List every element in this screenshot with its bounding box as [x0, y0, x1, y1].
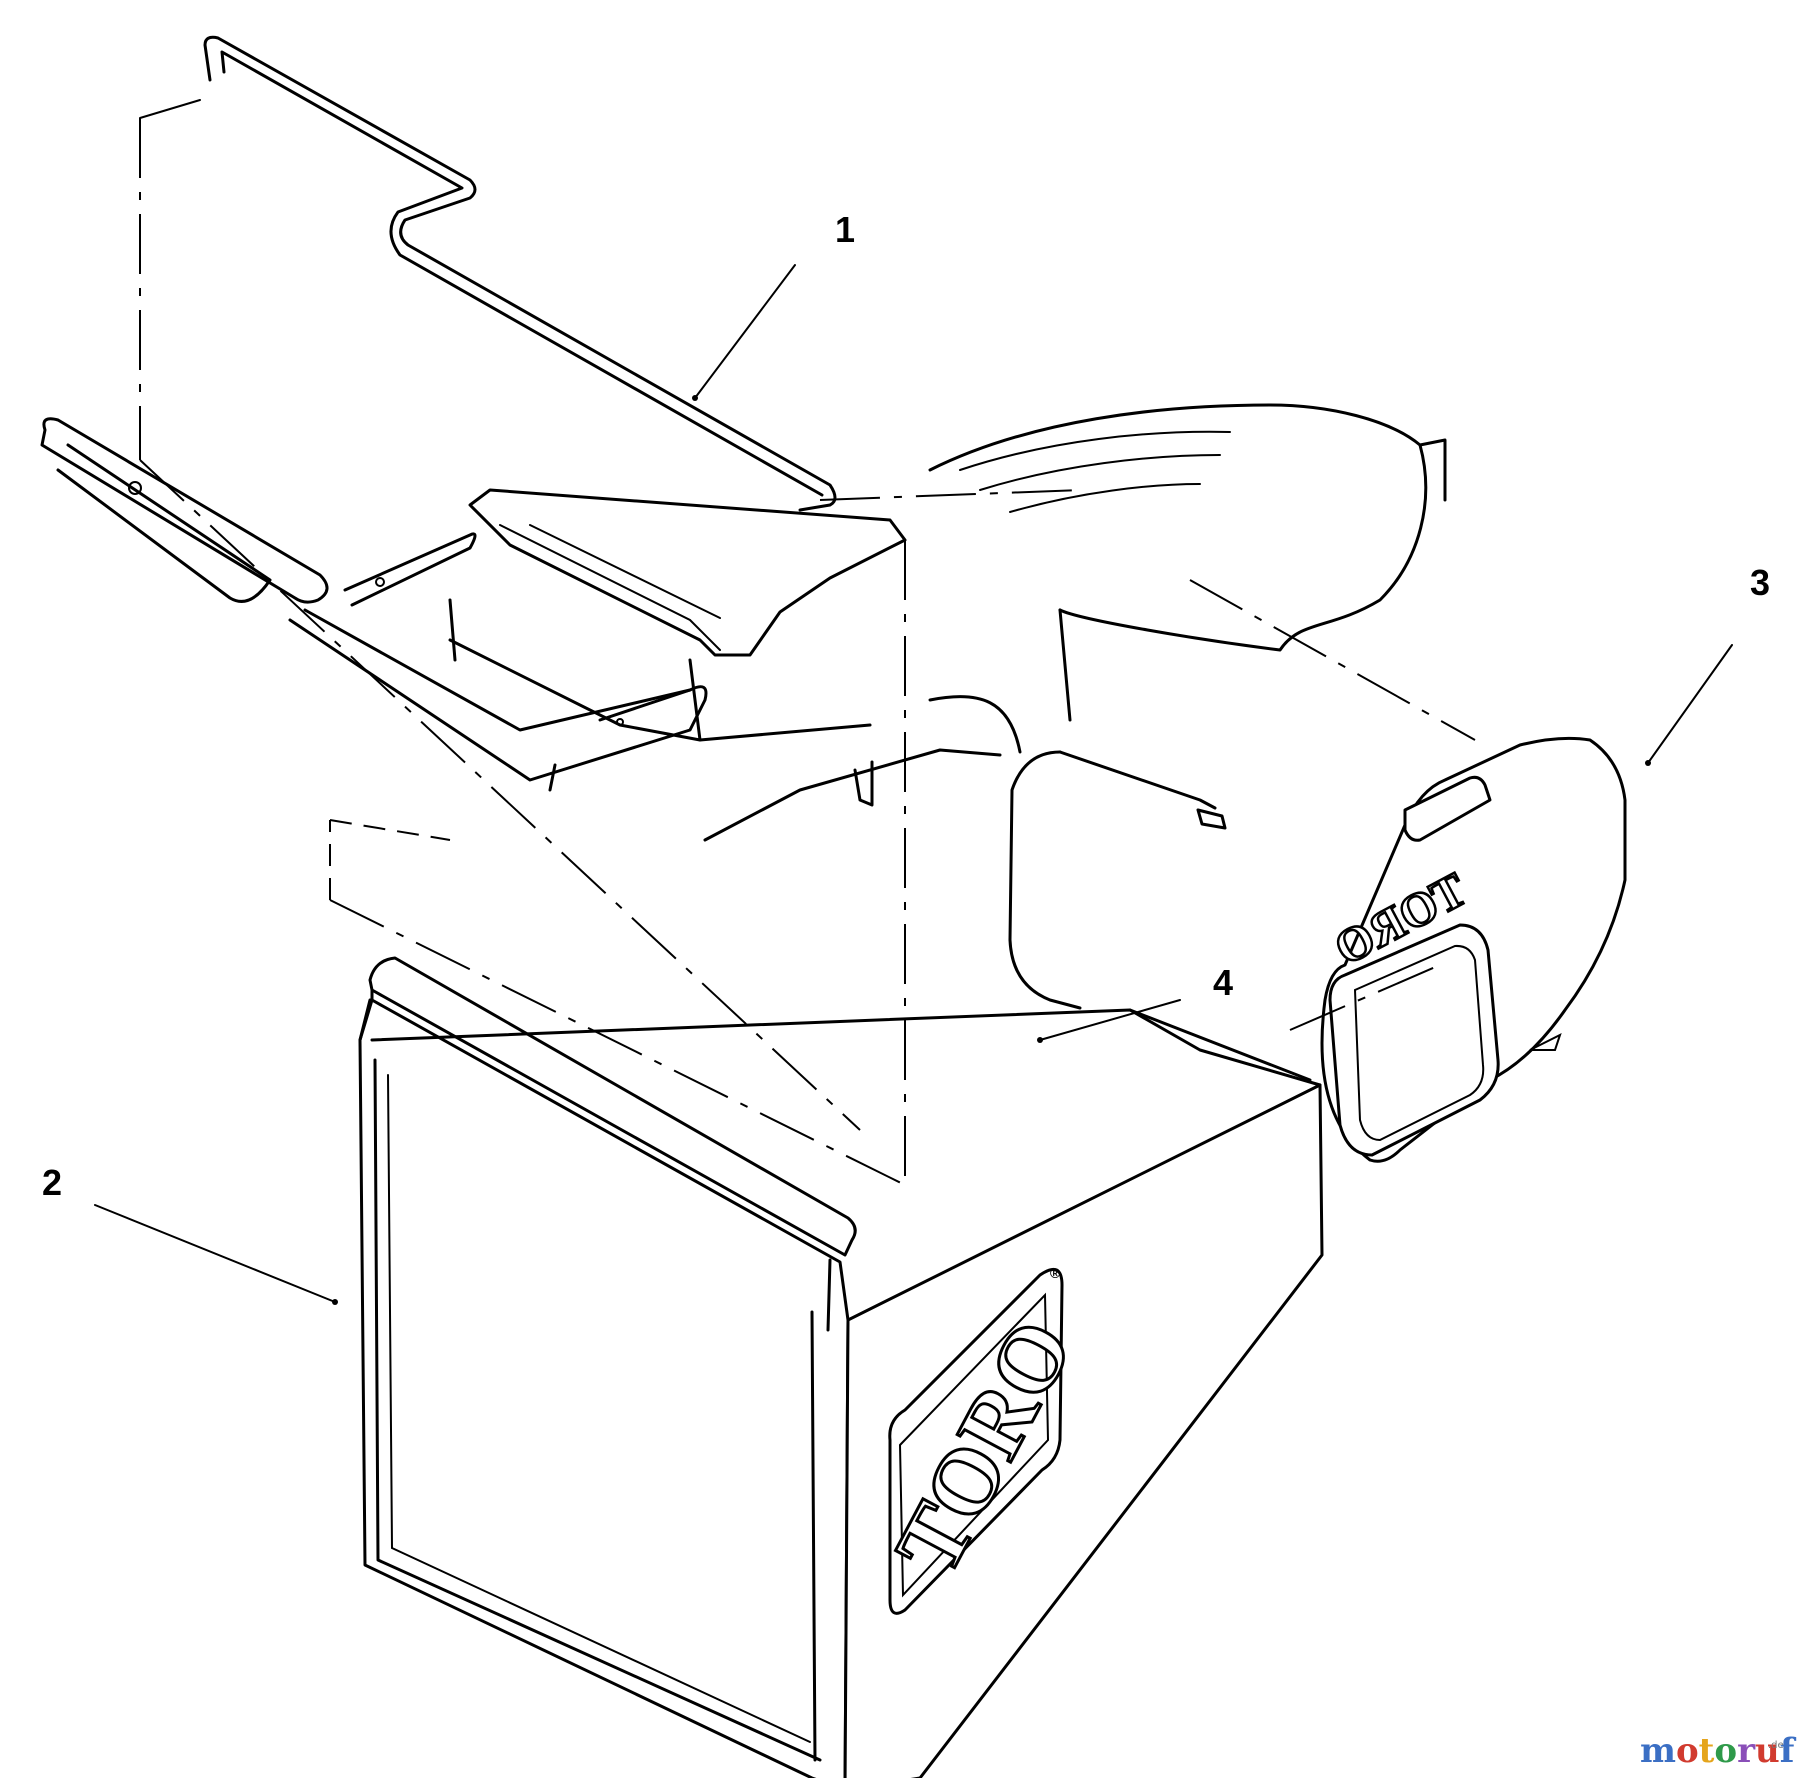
leader-line-4 — [1039, 999, 1181, 1041]
leader-dot-1 — [692, 395, 698, 401]
mower-deck — [703, 403, 1447, 842]
leader-dot-2 — [332, 1299, 338, 1305]
callout-3: 3 — [1750, 562, 1770, 603]
leader-line-1 — [694, 264, 796, 399]
callout-labels: 1 2 3 4 — [42, 209, 1770, 1203]
callout-2: 2 — [42, 1162, 62, 1203]
watermark-suffix: .de — [1768, 1740, 1784, 1751]
part-1-bag-frame — [40, 35, 837, 792]
registered-mark: ® — [1050, 1265, 1061, 1281]
leader-lines — [94, 264, 1733, 1305]
callout-4: 4 — [1213, 962, 1233, 1003]
leader-line-3 — [1647, 644, 1733, 764]
part-3-discharge-adapter: TORO — [1320, 736, 1627, 1163]
leader-dot-3 — [1645, 760, 1651, 766]
leader-dot-4 — [1037, 1037, 1043, 1043]
leader-line-2 — [94, 1204, 336, 1303]
callout-1: 1 — [835, 209, 855, 250]
part-2-grass-bag: TORO ® — [358, 956, 1324, 1778]
part-4-gasket-strap — [1008, 750, 1227, 1010]
catcher-top-cap — [448, 488, 907, 742]
watermark: motoruf .de — [1640, 1731, 1797, 1771]
watermark-text: motoruf — [1640, 1731, 1797, 1771]
assembly-lines — [139, 99, 1476, 1186]
